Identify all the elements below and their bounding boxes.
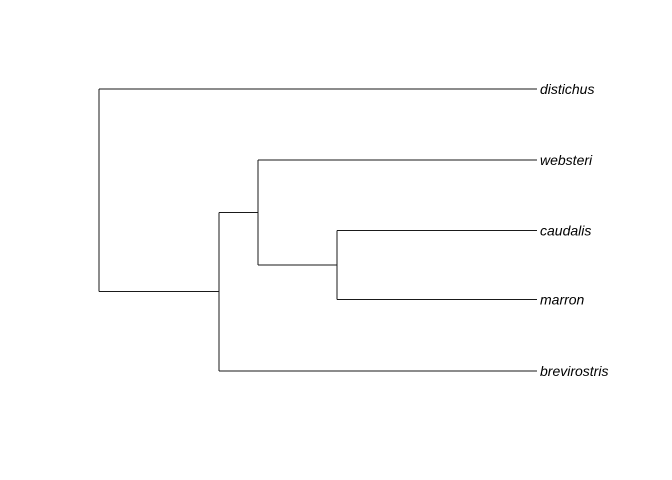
taxon-label-caudalis: caudalis: [540, 223, 591, 239]
taxon-label-brevirostris: brevirostris: [540, 363, 608, 379]
taxon-label-distichus: distichus: [540, 81, 594, 97]
taxon-label-marron: marron: [540, 292, 585, 308]
taxon-label-websteri: websteri: [540, 152, 593, 168]
